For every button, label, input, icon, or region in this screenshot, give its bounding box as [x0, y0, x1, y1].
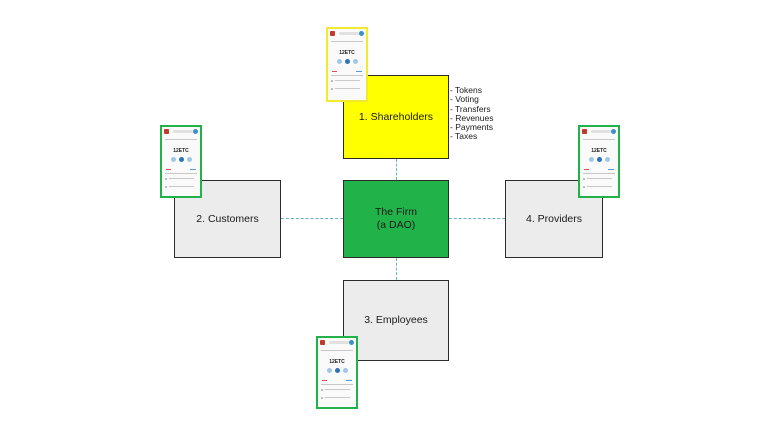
phone-amount: 12ETC [173, 148, 189, 154]
shareholder-item: Voting [450, 94, 493, 104]
shareholder-items-list: Tokens Voting Transfers Revenues Payment… [450, 85, 493, 142]
node-providers-label: 4. Providers [525, 212, 583, 225]
shareholder-item: Tokens [450, 85, 493, 95]
connector-firm-providers [449, 218, 505, 219]
phone-customers-icon: 12ETC [160, 125, 202, 198]
node-firm: The Firm (a DAO) [343, 180, 449, 258]
node-firm-label: The Firm (a DAO) [375, 206, 417, 231]
node-shareholders-label: 1. Shareholders [358, 110, 434, 123]
node-employees-label: 3. Employees [364, 314, 428, 326]
node-customers-label: 2. Customers [196, 212, 259, 225]
node-employees: 3. Employees [343, 280, 449, 361]
shareholder-item: Revenues [450, 113, 493, 123]
phone-amount: 12ETC [339, 50, 355, 56]
phone-providers-icon: 12ETC [578, 125, 620, 198]
phone-amount: 12ETC [591, 148, 607, 154]
phone-employees-icon: 12ETC [316, 336, 358, 409]
phone-amount: 12ETC [329, 359, 345, 365]
connector-firm-employees [396, 258, 397, 280]
shareholder-item: Transfers [450, 104, 493, 114]
shareholder-item: Payments [450, 122, 493, 132]
phone-shareholders-icon: 12ETC [326, 27, 368, 102]
connector-shareholders-firm [396, 159, 397, 180]
shareholder-item: Taxes [450, 132, 493, 142]
connector-customers-firm [281, 218, 343, 219]
